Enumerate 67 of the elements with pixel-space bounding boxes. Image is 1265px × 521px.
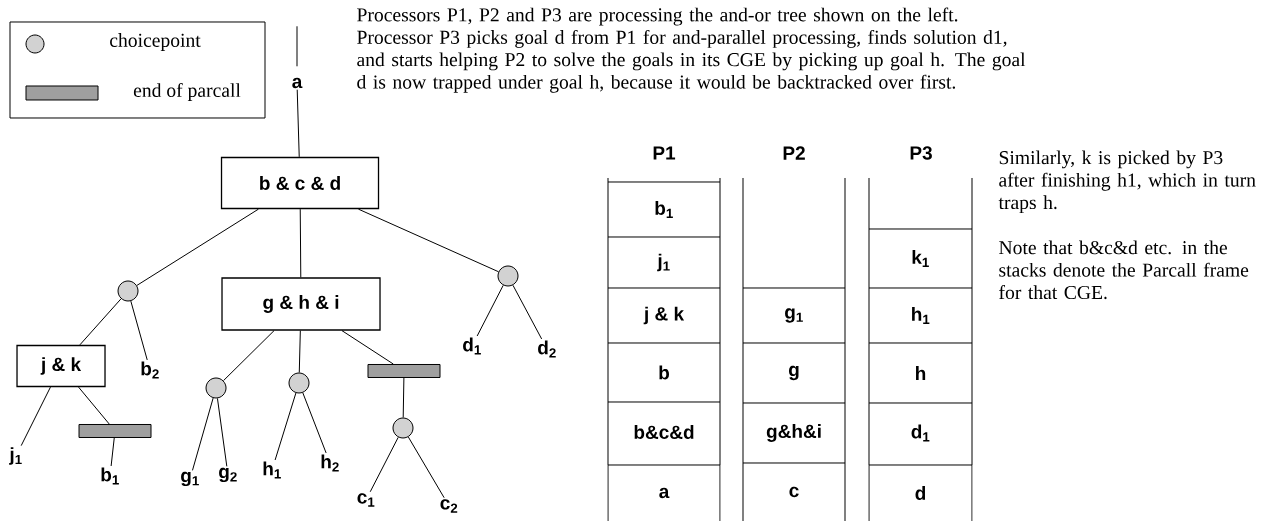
branch-line xyxy=(299,208,302,278)
branch-line xyxy=(20,386,51,447)
goal-label: j$_{1}$ xyxy=(9,447,22,465)
branch-line xyxy=(110,437,115,467)
goal-label: h$_{1}$ xyxy=(263,461,281,479)
goal-label: a xyxy=(292,77,303,89)
choicepoint-circle xyxy=(288,372,310,394)
branch-line xyxy=(357,208,499,273)
branch-line xyxy=(512,284,543,340)
branch-line xyxy=(274,392,297,461)
branch-line xyxy=(136,208,259,286)
branch-line xyxy=(130,300,148,361)
goal-label: d$_{2}$ xyxy=(538,340,556,358)
note-text: Similarly, k is picked by P3 after finishing h1, which in turn traps h. xyxy=(998,150,1256,214)
and-box: g & h & i xyxy=(221,277,381,331)
parcall-bar xyxy=(78,424,152,438)
choicepoint-circle xyxy=(392,417,414,439)
stack-frame: k$_{1}$ xyxy=(868,228,973,289)
processor-heading: P1 xyxy=(653,146,676,160)
legend-entry: choicepoint xyxy=(25,33,201,54)
goal-label: b$_{1}$ xyxy=(101,467,119,485)
stack-frame: g$_{1}$ xyxy=(742,287,846,344)
branch-line xyxy=(223,330,275,382)
goal-label: g$_{2}$ xyxy=(219,467,237,483)
stack-frame: d$_{1}$ xyxy=(868,402,973,466)
stack-frame: j$_{1}$ xyxy=(607,236,721,289)
goal-label: b$_{2}$ xyxy=(141,361,159,379)
branch-line xyxy=(216,397,228,467)
branch-line xyxy=(296,25,298,67)
stack-frame: b&c&d xyxy=(607,401,721,466)
stack-frame: b xyxy=(607,342,721,403)
note-text: Processors P1, P2 and P3 are processing the and-or tree shown on the left. Processor P3 picks goal d from P1 for and-parallel processing, finds solution d1, and starts helping P2 to solve the goals in its CGE by picking up goal h. The goal d is now trapped under goal h, because it would be backtracked over first. xyxy=(357,7,1026,93)
processor-heading: P3 xyxy=(910,146,932,160)
stack-frame: a xyxy=(607,464,721,521)
goal-label: c$_{1}$ xyxy=(357,493,375,507)
branch-line xyxy=(402,377,405,418)
branch-line xyxy=(296,89,300,158)
stack-frame: h xyxy=(868,342,973,404)
note-text: Note that b&c&d etc. in the stacks denote the Parcall frame for that CGE. xyxy=(999,240,1249,300)
goal-label: h$_{2}$ xyxy=(321,454,339,472)
stack-frame: g xyxy=(742,342,846,404)
branch-line xyxy=(298,330,301,373)
stack-frame: b$_{1}$ xyxy=(607,181,721,238)
stack-frame: c xyxy=(742,462,846,521)
branch-line xyxy=(78,386,110,425)
choicepoint-circle xyxy=(205,377,227,399)
goal-label: c$_{2}$ xyxy=(440,499,458,513)
goal-label: d$_{1}$ xyxy=(463,337,481,355)
choicepoint-circle xyxy=(497,265,519,287)
and-box: b & c & d xyxy=(220,156,380,210)
stack-frame: j & k xyxy=(607,287,721,344)
choicepoint-circle xyxy=(117,280,139,302)
branch-line xyxy=(341,330,394,365)
stack-frame: d xyxy=(868,464,973,521)
branch-line xyxy=(476,284,504,337)
branch-line xyxy=(302,392,327,454)
and-box: j & k xyxy=(16,344,106,388)
branch-line xyxy=(79,298,122,346)
branch-line xyxy=(407,436,445,499)
goal-label: g$_{1}$ xyxy=(181,471,199,487)
stack-frame: h$_{1}$ xyxy=(868,287,973,344)
parcall-bar xyxy=(367,364,441,378)
processor-heading: P2 xyxy=(783,146,805,160)
branch-line xyxy=(369,436,399,493)
legend-entry: end of parcall xyxy=(25,83,241,101)
stack-frame: g&h&i xyxy=(742,402,846,464)
branch-line xyxy=(192,397,214,471)
